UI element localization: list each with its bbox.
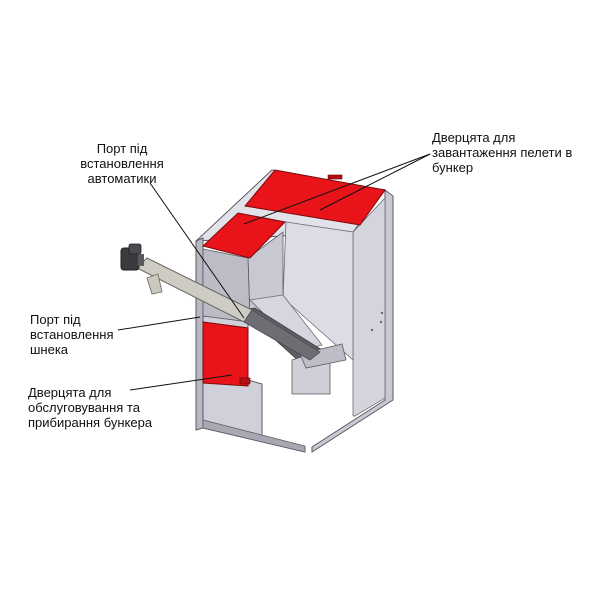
leader-screw (117, 316, 201, 331)
label-service-door: Дверцята для обслуговування та прибиранн… (28, 385, 153, 430)
bolt (380, 311, 384, 315)
leader-loading-2 (243, 153, 431, 225)
label-screw-port: Порт під встановлення шнека (30, 312, 114, 357)
label-automation-port: Порт під встановлення автоматики (80, 141, 164, 186)
service-door (202, 321, 249, 387)
auger-tube-inner (243, 309, 321, 361)
front-frame-left (195, 237, 204, 431)
automation-door (201, 212, 287, 259)
collection-tray-top (299, 343, 347, 369)
right-wall-inner (352, 196, 386, 417)
service-door-handle (239, 377, 251, 385)
loading-door-handle (327, 174, 343, 180)
leader-automation (149, 182, 245, 319)
bolt (370, 328, 374, 332)
frame-base (202, 419, 306, 453)
label-loading-door: Дверцята для завантаження пелети в бунке… (432, 130, 573, 175)
right-side-panel (311, 189, 394, 453)
back-wall (282, 221, 354, 361)
leader-loading-1 (319, 153, 431, 211)
auger-motor (120, 243, 144, 271)
auger-outlet (146, 273, 163, 295)
leader-service (129, 374, 233, 391)
bolt (379, 320, 383, 324)
